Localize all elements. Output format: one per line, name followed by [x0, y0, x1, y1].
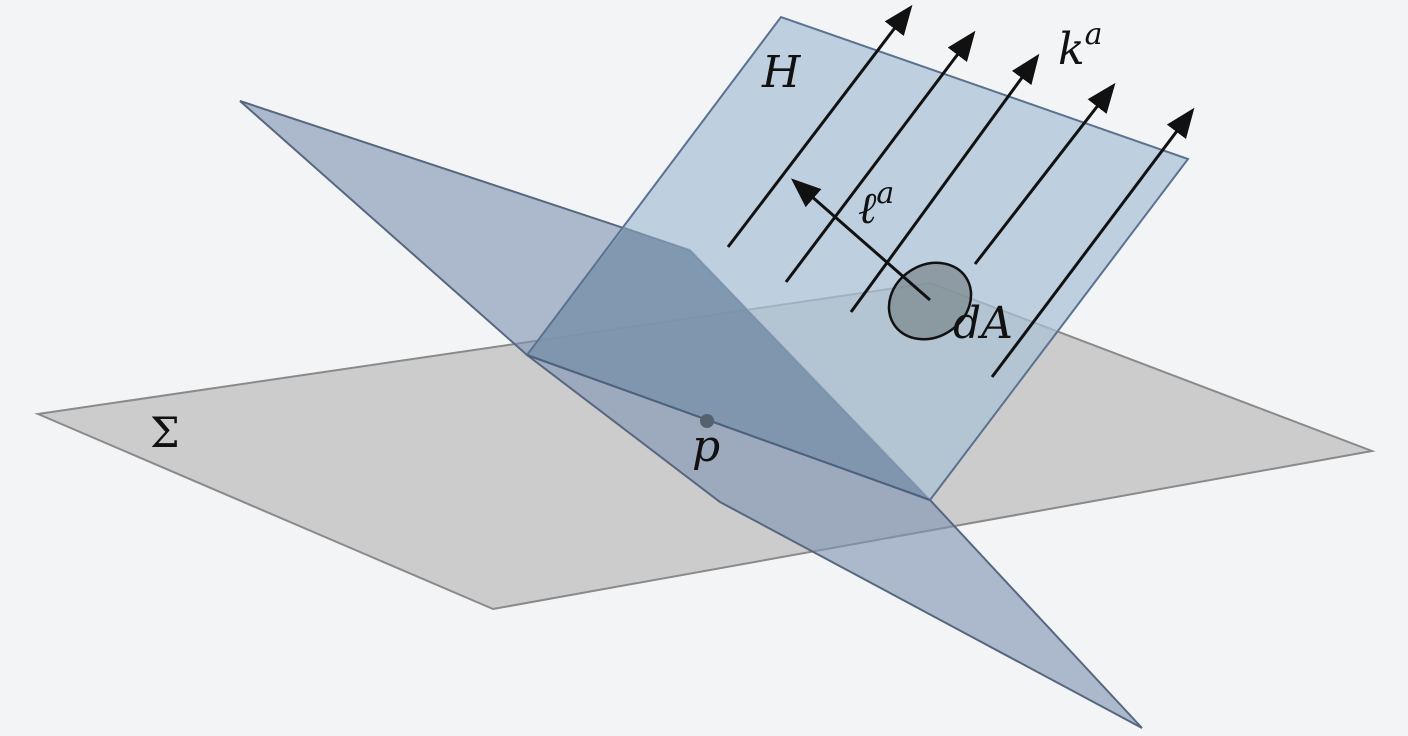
- label-transverse: ℓa: [858, 176, 894, 234]
- intersection-line: [526, 354, 931, 501]
- label-generator: ka: [1058, 17, 1103, 75]
- label-point: p: [692, 421, 720, 472]
- generator-arrow-3: [849, 53, 1040, 313]
- generator-arrow-1: [726, 4, 913, 248]
- point-p-dot: [700, 414, 714, 428]
- label-area-element: dA: [953, 298, 1013, 349]
- label-generator-base: k: [1058, 24, 1085, 75]
- label-transverse-base: ℓ: [858, 183, 877, 234]
- label-transverse-index: a: [876, 176, 894, 211]
- label-horizon: H: [761, 47, 802, 98]
- label-slice: Σ: [150, 408, 180, 457]
- generator-arrow-2: [784, 30, 976, 283]
- label-generator-index: a: [1085, 17, 1103, 52]
- overlap-region: [527, 227, 930, 500]
- generator-arrow-4: [973, 82, 1116, 265]
- transverse-arrow: [790, 178, 931, 302]
- generator-arrow-5: [990, 107, 1195, 378]
